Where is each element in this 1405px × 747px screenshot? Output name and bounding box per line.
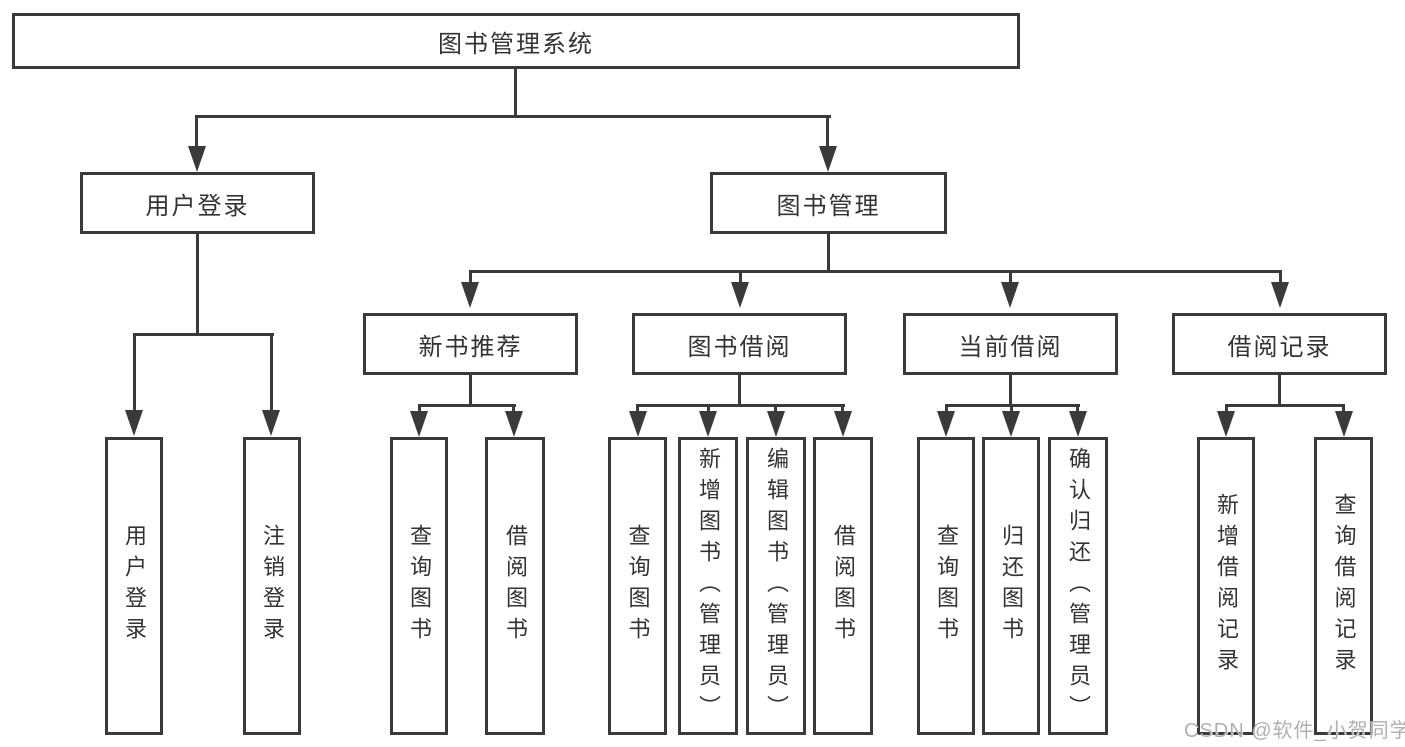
node-label: 确认归还（管理员） [1066,446,1091,726]
leaf-query-books-recommend: 查询图书 [390,437,448,735]
connector-line [636,404,639,414]
node-label: 用户登录 [122,524,147,648]
node-user-login: 用户登录 [80,172,315,234]
node-new-book-recommendation: 新书推荐 [363,313,578,375]
connector-line [1009,270,1012,284]
connector-line [636,404,845,407]
connector-line [1076,404,1079,414]
leaf-edit-books-admin: 编辑图书（管理员） [746,437,806,735]
leaf-query-books-borrowing: 查询图书 [608,437,667,735]
node-label: 查询借阅记录 [1331,493,1357,679]
leaf-borrow-books-recommend: 借阅图书 [485,437,545,735]
connector-line [270,333,273,413]
node-label: 借阅记录 [1227,333,1332,361]
connector-line [1279,270,1282,284]
connector-line [512,404,515,414]
arrow-down-icon [1335,411,1353,437]
arrow-down-icon [410,411,428,437]
leaf-confirm-return-admin: 确认归还（管理员） [1048,437,1108,735]
arrow-down-icon [505,411,523,437]
leaf-query-borrow-record: 查询借阅记录 [1314,437,1373,735]
connector-line [827,234,830,273]
connector-line [133,333,136,413]
arrow-down-icon [819,146,837,172]
node-label: 新书推荐 [418,333,523,361]
connector-line [1010,404,1013,414]
arrow-down-icon [699,411,717,437]
arrow-down-icon [1002,411,1020,437]
arrow-down-icon [1271,282,1289,308]
arrow-down-icon [188,146,206,172]
node-label: 查询图书 [934,524,959,648]
leaf-add-borrow-record: 新增借阅记录 [1197,437,1255,735]
node-label: 借阅图书 [503,524,528,648]
arrow-down-icon [767,411,785,437]
node-label: 当前借阅 [958,333,1063,361]
connector-line [418,404,516,407]
connector-line [1009,375,1012,407]
node-library-management-system: 图书管理系统 [12,13,1020,69]
arrow-down-icon [1069,411,1087,437]
node-label: 注销登录 [260,524,285,648]
connector-line [1225,404,1228,414]
connector-line [418,404,421,414]
node-label: 借阅图书 [831,524,856,648]
node-label: 归还图书 [999,524,1024,648]
leaf-borrow-books: 借阅图书 [813,437,873,735]
node-label: 新增借阅记录 [1214,493,1239,679]
node-label: 图书管理 [776,192,881,220]
connector-line [945,404,948,414]
connector-line [739,270,742,284]
connector-line [1225,404,1345,407]
leaf-return-books: 归还图书 [982,437,1040,735]
node-book-borrowing: 图书借阅 [632,313,847,375]
arrow-down-icon [731,282,749,308]
arrow-down-icon [937,411,955,437]
node-current-borrowing: 当前借阅 [903,313,1118,375]
node-book-management: 图书管理 [710,172,947,234]
node-label: 查询图书 [407,524,432,648]
csdn-watermark: CSDN @软件_小贺同学 [1184,720,1405,742]
connector-line [841,404,844,414]
connector-line [195,115,198,149]
connector-line [469,375,472,407]
connector-line [774,404,777,414]
arrow-down-icon [262,410,280,436]
connector-line [196,234,199,336]
connector-line [826,115,829,149]
node-label: 编辑图书（管理员） [764,446,789,726]
connector-line [1278,375,1281,407]
node-label: 用户登录 [145,192,250,220]
leaf-logout: 注销登录 [243,437,301,735]
connector-line [514,69,517,117]
node-label: 图书管理系统 [438,30,594,58]
connector-line [195,115,831,118]
connector-line [133,333,274,336]
arrow-down-icon [834,411,852,437]
arrow-down-icon [1001,282,1019,308]
connector-line [1342,404,1345,414]
arrow-down-icon [1217,411,1235,437]
arrow-down-icon [629,411,647,437]
leaf-query-books-current: 查询图书 [917,437,975,735]
node-borrowing-records: 借阅记录 [1172,313,1387,375]
connector-line [707,404,710,414]
connector-line [469,270,472,284]
connector-line [469,270,1282,273]
arrow-down-icon [125,410,143,436]
connector-line [738,375,741,407]
node-label: 图书借阅 [687,333,792,361]
node-label: 新增图书（管理员） [696,446,721,726]
leaf-user-login: 用户登录 [105,437,163,735]
arrow-down-icon [461,282,479,308]
node-label: 查询图书 [625,524,651,648]
leaf-add-books-admin: 新增图书（管理员） [678,437,738,735]
